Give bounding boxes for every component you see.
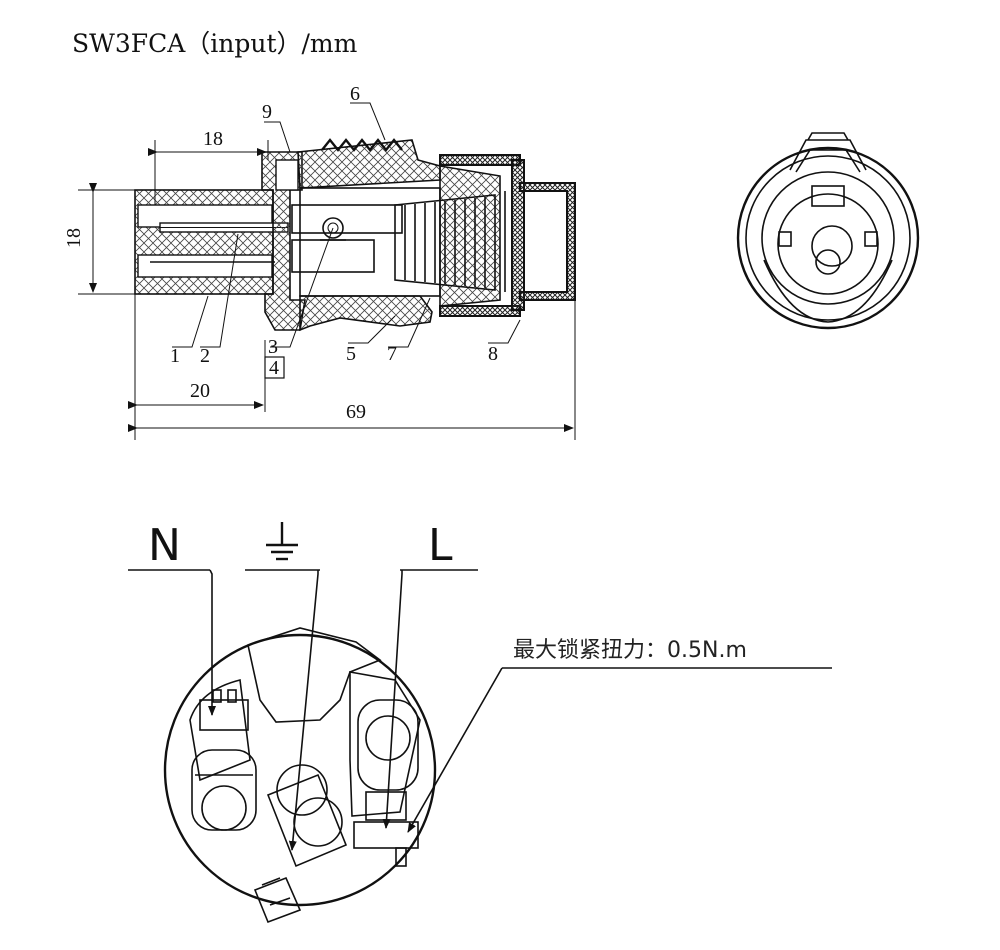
wiring-view: N L: [128, 520, 832, 924]
arrow-n: [208, 569, 216, 716]
dim-grip-length: 18: [203, 128, 223, 150]
part-label-5: 5: [346, 343, 356, 365]
section-view: 1 2 3 4 5 6 7 8 9 18 18 20 69: [63, 83, 576, 440]
housing-body: [299, 187, 441, 297]
arrow-earth: [288, 570, 319, 851]
dim-front-length: 20: [190, 380, 210, 402]
terminal-label-n: N: [148, 520, 181, 571]
end-cap-top: [439, 154, 521, 166]
ground-icon: [266, 522, 298, 561]
part-label-8: 8: [488, 343, 498, 365]
dim-body-height: 18: [63, 228, 85, 248]
part-label-9: 9: [262, 101, 272, 123]
page-title: SW3FCA（input）/mm: [72, 29, 358, 58]
part-label-7: 7: [387, 343, 397, 365]
arrow-l: [382, 570, 403, 829]
part-label-6: 6: [350, 83, 360, 105]
front-view: [736, 132, 920, 330]
part-label-1: 1: [170, 345, 180, 367]
part-label-4: 4: [269, 357, 279, 379]
part-label-3: 3: [268, 336, 278, 358]
thread: [321, 138, 403, 152]
cable-outlet: [519, 182, 576, 301]
part-label-2: 2: [200, 345, 210, 367]
end-cap-bottom: [439, 305, 521, 317]
dim-total-length: 69: [346, 401, 366, 423]
arrow-torque: [407, 667, 503, 833]
torque-note: 最大锁紧扭力：0.5N.m: [513, 638, 747, 663]
housing-bottom: [299, 295, 433, 332]
terminal-label-l: L: [428, 520, 453, 571]
